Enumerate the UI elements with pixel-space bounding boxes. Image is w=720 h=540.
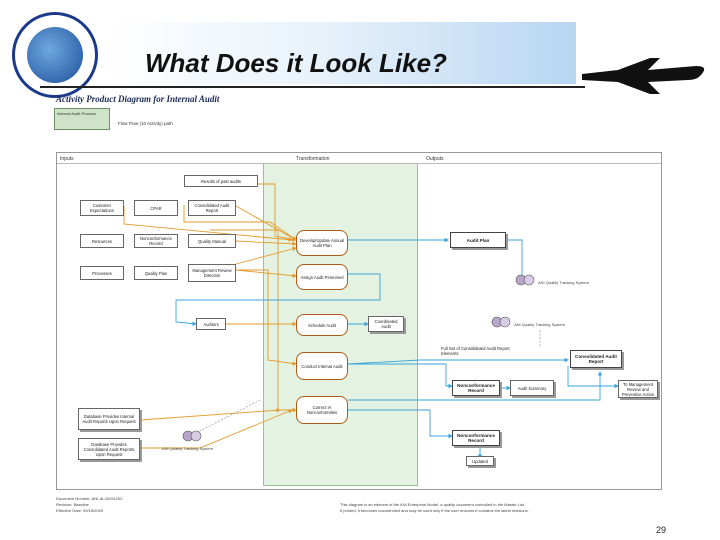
title-bar <box>108 22 576 84</box>
doc-number: Document Number: ANI-IA-20091202 <box>56 496 123 501</box>
output-nonconformance-record: Nonconformance Record <box>452 380 500 396</box>
input-customer-expectations: Customer Expectations <box>80 200 124 216</box>
ani-seal-logo <box>12 12 98 98</box>
activity-schedule-audit: Schedule Audit <box>296 314 348 336</box>
input-processes: Processes <box>80 266 124 280</box>
column-header-transformation: Transformation <box>296 156 330 162</box>
column-header-inputs: Inputs <box>60 156 74 162</box>
column-header-outputs: Outputs <box>426 156 444 162</box>
output-full-set-elements: Full Set of Consolidated Audit Report El… <box>441 346 510 356</box>
tracking-system-label-3: ANI Quality Tracking System <box>162 446 213 451</box>
input-management-review-direction: Management Review Direction <box>188 264 236 282</box>
input-resources: Resources <box>80 234 124 248</box>
output-audit-summary: Audit Summary <box>510 380 554 396</box>
tracking-system-label-2: ANI Quality Tracking System <box>514 322 565 327</box>
input-quality-plan: Quality Plan <box>134 266 178 280</box>
legend-box: Internal Audit Process <box>54 108 110 130</box>
input-results-past-audits: Results of past audits <box>184 175 258 187</box>
input-database-consolidated-reports: Database Provides Consolidated Audit Rep… <box>78 438 140 460</box>
column-header-divider <box>57 163 661 164</box>
legend-text: Flow Flow (10 Activity) path <box>118 121 173 126</box>
output-updated: Updated <box>466 456 494 466</box>
activity-conduct-internal-audit: Conduct Internal Audit <box>296 352 348 380</box>
output-to-management-review: To Management Review and Preventive Acti… <box>618 380 658 398</box>
control-note-1: This diagram is an element of the ANI En… <box>340 502 525 507</box>
activity-develop-audit-plan: Develop/Update Annual Audit Plan <box>296 230 348 256</box>
airplane-icon <box>582 58 705 94</box>
output-coordinated-audit: Coordinated Audit <box>368 316 404 332</box>
tracking-system-icon <box>491 316 511 328</box>
title-underline <box>40 86 585 88</box>
control-note-2: If printed, it becomes uncontrolled and … <box>340 508 529 513</box>
input-auditors: Auditors <box>196 318 226 330</box>
input-consolidated-audit-report: Consolidated Audit Report <box>188 200 236 216</box>
doc-effective-date: Effective Date: 09/15/2009 <box>56 508 104 513</box>
output-nonconformance-record-2: Nonconformance Record <box>452 430 500 446</box>
input-nonconformance-record: Nonconformance Record <box>134 234 178 248</box>
output-audit-plan: Audit Plan <box>450 232 506 248</box>
output-consolidated-audit-report: Consolidated Audit Report <box>570 350 622 368</box>
doc-revision: Revision: Baseline <box>56 502 89 507</box>
tracking-system-label-1: ANI Quality Tracking System <box>538 280 589 285</box>
activity-assign-audit-personnel: Assign Audit Personnel <box>296 264 348 290</box>
slide-title: What Does it Look Like? <box>145 48 447 78</box>
diagram-title: Activity Product Diagram for Internal Au… <box>56 94 220 104</box>
tracking-system-icon <box>515 274 535 286</box>
input-quality-manual: Quality Manual <box>188 234 236 248</box>
tracking-system-icon <box>182 430 202 442</box>
globe-icon <box>27 27 83 83</box>
input-database-internal-reports: Database Provides Internal Audit Reports… <box>78 408 140 430</box>
activity-correct-nonconformities: Correct IA Nonconformities <box>296 396 348 424</box>
page-number: 29 <box>656 525 667 535</box>
input-cpar: CPAR <box>134 200 178 216</box>
